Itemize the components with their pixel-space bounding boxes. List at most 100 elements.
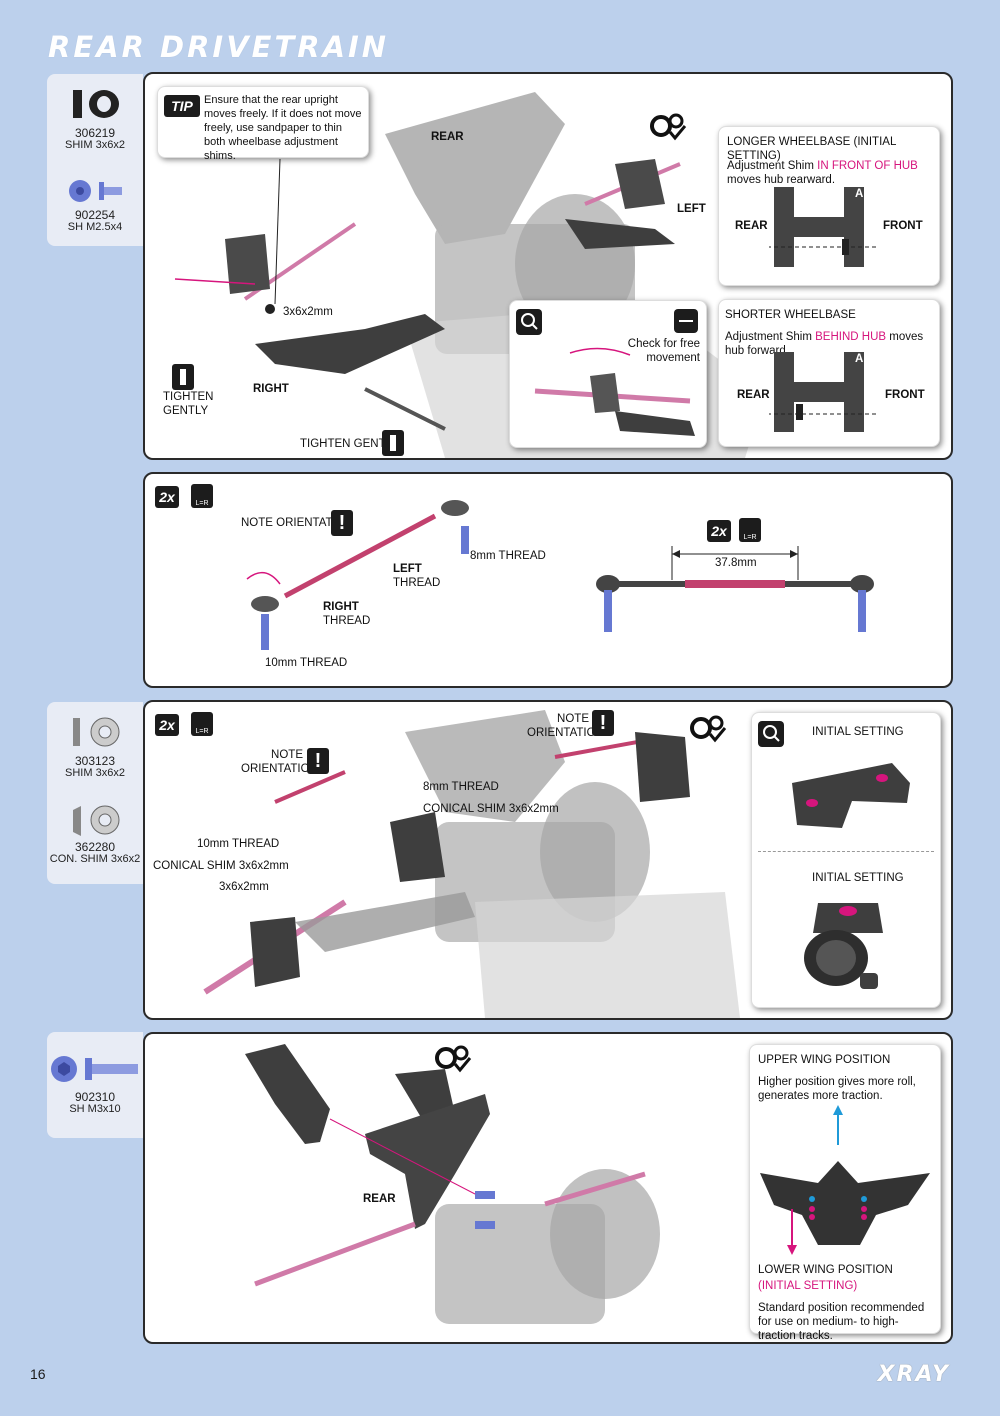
lower-wing-text: Standard position recommended for use on…	[758, 1302, 925, 1342]
part-code: 303123	[74, 754, 116, 768]
orientation-label: ORIENTATION	[527, 727, 604, 739]
rear-assembly-illustration	[174, 92, 765, 458]
wing-position-box: UPPER WING POSITION Higher position give…	[749, 1044, 941, 1342]
turnbuckle-dimension-illustration	[596, 546, 874, 632]
tighten-gently-label: TIGHTEN GENTLY	[300, 438, 399, 450]
left-right-icon: L=R	[191, 484, 213, 508]
conical-shim-icon	[73, 805, 120, 836]
arm-diagram	[769, 187, 879, 267]
part-code: 902254	[74, 208, 116, 222]
shorter-emphasis: BEHIND HUB	[815, 331, 887, 343]
left-thread-label: LEFT	[393, 563, 422, 575]
shim-icon	[73, 717, 120, 747]
rear-assembly-illustration	[203, 710, 740, 1018]
tip-box: TIP Ensure that the rear upright moves f…	[157, 86, 369, 162]
part-code: 902310	[74, 1090, 116, 1104]
left-right-icon: L=R	[739, 518, 761, 542]
tighten-gently-label: TIGHTEN GENTLY	[163, 391, 214, 417]
part-code: 362280	[74, 840, 116, 854]
lower-wing-setting: (INITIAL SETTING)	[758, 1280, 858, 1292]
rear-label: REAR	[735, 220, 768, 232]
initial-setting-label: INITIAL SETTING	[812, 872, 904, 884]
step-panel-1: TIP Ensure that the rear upright moves f…	[143, 72, 953, 460]
part-code: 306219	[74, 126, 116, 140]
longer-emphasis: IN FRONT OF HUB	[817, 160, 918, 172]
shorter-title: SHORTER WHEELBASE	[725, 309, 856, 321]
initial-setting-label: INITIAL SETTING	[812, 726, 904, 738]
right-thread-label: RIGHT	[323, 601, 359, 613]
rear-label: REAR	[737, 389, 770, 401]
shim-size-label: 3x6x2mm	[219, 881, 269, 893]
front-label: FRONT	[883, 220, 923, 232]
rear-label: REAR	[431, 131, 464, 143]
part-desc: SHIM 3x6x2	[65, 767, 125, 779]
rear-hub-illustration	[804, 903, 883, 989]
right-label: RIGHT	[253, 383, 289, 395]
wing-mount-diagram	[760, 1105, 930, 1255]
thread-label: THREAD	[323, 615, 371, 627]
brand-logo: XRAY	[877, 1362, 950, 1387]
wing-mount-illustration	[245, 1044, 660, 1324]
arm-diagram	[769, 352, 879, 432]
left-right-icon: L=R	[191, 712, 213, 736]
move-check-icon	[674, 309, 698, 333]
step-panel-4: REAR UPPER WING POSITION Higher position…	[143, 1032, 953, 1344]
part-desc: CON. SHIM 3x6x2	[49, 853, 141, 865]
rear-label: REAR	[363, 1193, 396, 1205]
shim-size-label: 3x6x2mm	[283, 306, 333, 318]
thread-10mm-label: 10mm THREAD	[265, 657, 348, 669]
note-label: NOTE	[557, 713, 589, 725]
upright-detail-illustration	[534, 347, 695, 436]
screw-icon	[51, 1056, 138, 1082]
warning-icon: !	[331, 510, 353, 536]
shorter-wheelbase-box: SHORTER WHEELBASE Adjustment Shim BEHIND…	[718, 299, 940, 447]
detail-magnifier-icon	[516, 309, 542, 335]
part-desc: SH M3x10	[69, 1103, 121, 1115]
divider	[758, 851, 934, 852]
tip-badge: TIP	[164, 95, 200, 117]
thread-8mm-label: 8mm THREAD	[470, 550, 546, 562]
thread-8mm-label: 8mm THREAD	[423, 781, 499, 793]
arm-label: ARM	[855, 188, 882, 200]
detail-magnifier-icon	[758, 721, 784, 747]
count-badge: 2x	[155, 486, 179, 508]
count-badge: 2x	[707, 520, 731, 542]
shorter-text: Adjustment Shim BEHIND HUB moves hub for…	[725, 331, 924, 357]
gear-check-icon	[650, 113, 687, 141]
lower-wing-title: LOWER WING POSITION	[758, 1264, 893, 1276]
arm-label: ARM	[855, 353, 882, 365]
conical-shim-label: CONICAL SHIM 3x6x2mm	[153, 860, 289, 872]
left-label: LEFT	[677, 203, 706, 215]
step-panel-3: 2x L=R NOTE ORIENTATION ! NOTE ORIENTATION…	[143, 700, 953, 1020]
front-label: FRONT	[885, 389, 925, 401]
upper-wing-text: Higher position gives more roll, generat…	[758, 1076, 916, 1102]
upper-wing-title: UPPER WING POSITION	[758, 1054, 891, 1066]
tip-text: Ensure that the rear upright moves freel…	[204, 94, 362, 162]
shim-icon	[73, 90, 119, 118]
page-number: 16	[30, 1366, 46, 1382]
wrench-tighten-icon	[172, 364, 194, 390]
warning-icon: !	[592, 710, 614, 736]
screw-icon	[69, 180, 122, 202]
detail-box: Check for free movement	[509, 300, 707, 448]
wrench-tighten-icon	[382, 430, 404, 456]
note-orientation-label: NOTE ORIENTATION	[241, 517, 354, 529]
orientation-label: ORIENTATION	[241, 763, 318, 775]
camber-link-mount-illustration	[792, 763, 910, 828]
linkage-illustration	[246, 500, 469, 650]
initial-setting-box: INITIAL SETTING INITIAL SETTING	[751, 712, 941, 1008]
length-dimension: 37.8mm	[715, 557, 757, 569]
check-free-movement: Check for free movement	[627, 338, 700, 364]
warning-icon: !	[307, 748, 329, 774]
longer-text: Adjustment Shim IN FRONT OF HUB moves hu…	[727, 160, 918, 186]
part-desc: SH M2.5x4	[67, 221, 123, 233]
conical-shim-label: CONICAL SHIM 3x6x2mm	[423, 803, 559, 815]
thread-label: THREAD	[393, 577, 441, 589]
part-desc: SHIM 3x6x2	[65, 139, 125, 151]
count-badge: 2x	[155, 714, 179, 736]
note-label: NOTE	[271, 749, 303, 761]
longer-wheelbase-box: LONGER WHEELBASE (INITIAL SETTING) Adjus…	[718, 126, 940, 286]
gear-check-icon	[690, 715, 727, 743]
